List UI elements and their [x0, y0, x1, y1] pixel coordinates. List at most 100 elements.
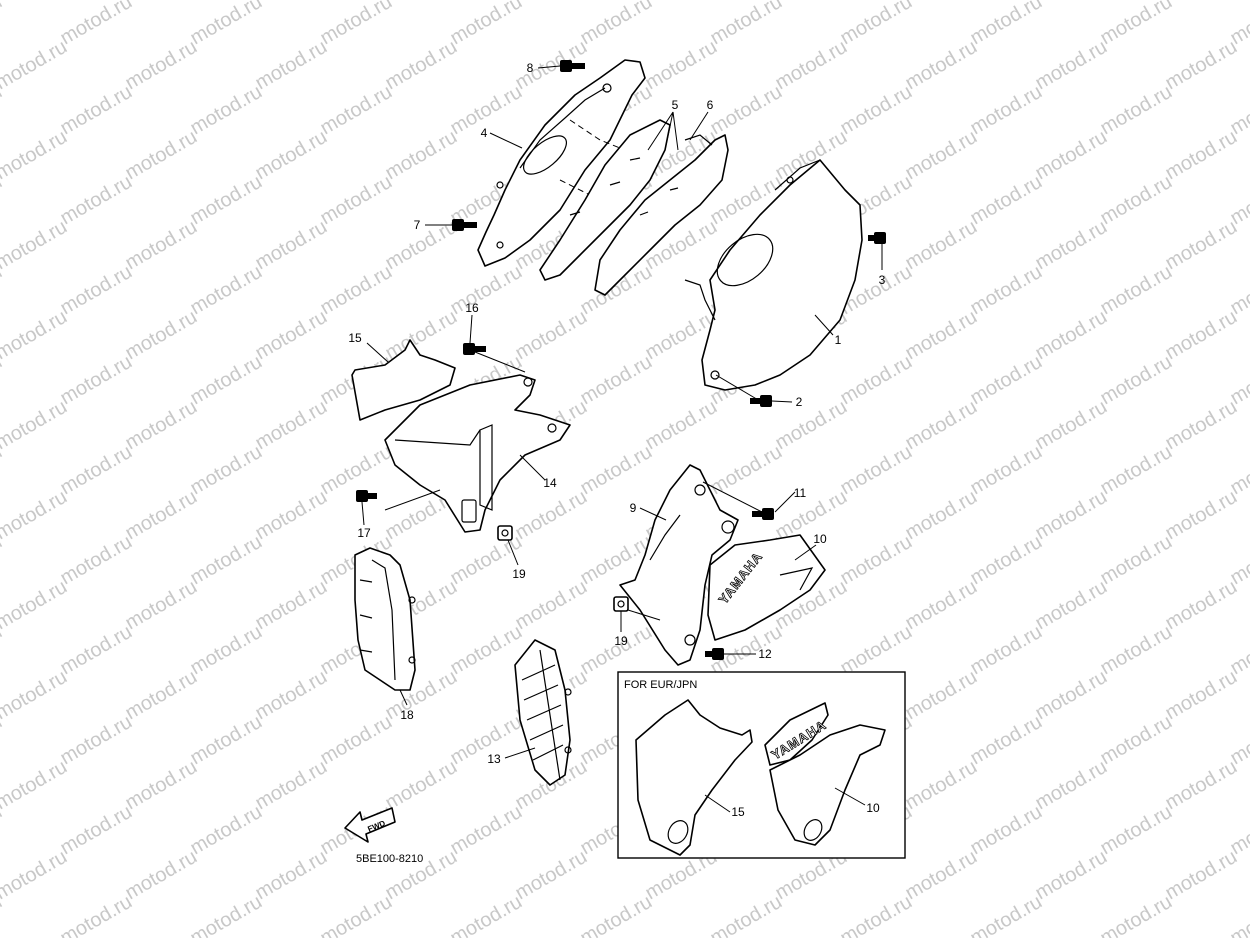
watermark-text: motod.ru [187, 351, 266, 410]
watermark-text: motod.ru [1032, 216, 1111, 275]
watermark-text: motod.ru [122, 126, 201, 185]
part-4-side-cover [477, 59, 646, 267]
watermark-text: motod.ru [187, 531, 266, 590]
watermark-text: motod.ru [0, 126, 71, 185]
watermark-text: motod.ru [1162, 216, 1241, 275]
watermark-text: motod.ru [317, 0, 396, 49]
part-18-radiator-guard [354, 547, 416, 691]
watermark-text: motod.ru [512, 306, 591, 365]
watermark-text: motod.ru [187, 81, 266, 140]
watermark-text: motod.ru [1097, 351, 1176, 410]
callout-7: 7 [414, 218, 421, 232]
watermark-text: motod.ru [57, 621, 136, 680]
watermark-text: motod.ru [187, 711, 266, 770]
bolts [356, 60, 886, 660]
watermark-text: motod.ru [57, 711, 136, 770]
watermark-text: motod.ru [317, 81, 396, 140]
callout-17: 17 [357, 526, 371, 540]
watermark-text: motod.ru [57, 891, 136, 938]
watermark-text: motod.ru [1162, 846, 1241, 905]
watermark-text: motod.ru [252, 666, 331, 725]
watermark-text: motod.ru [1032, 846, 1111, 905]
watermark-text: motod.ru [902, 396, 981, 455]
part-13-radiator-louver [514, 639, 572, 786]
watermark-text: motod.ru [382, 0, 461, 4]
watermark-text: motod.ru [122, 396, 201, 455]
watermark-text: motod.ru [1162, 126, 1241, 185]
watermark-text: motod.ru [1032, 576, 1111, 635]
watermark-text: motod.ru [837, 0, 916, 49]
watermark-text: motod.ru [772, 36, 851, 95]
inset-title: FOR EUR/JPN [624, 679, 697, 691]
callout-10: 10 [813, 532, 827, 546]
watermark-text: motod.ru [837, 621, 916, 680]
watermark-text: motod.ru [1162, 306, 1241, 365]
watermark-text: motod.ru [187, 441, 266, 500]
watermark-text: motod.ru [707, 891, 786, 938]
watermark-text: motod.ru [1097, 531, 1176, 590]
watermark-text: motod.ru [122, 486, 201, 545]
watermark-text: motod.ru [902, 0, 981, 4]
callout-13: 13 [487, 752, 501, 766]
watermark-text: motod.ru [1097, 801, 1176, 860]
watermark-text: motod.ru [382, 126, 461, 185]
callout-11: 11 [794, 486, 807, 500]
callout-2: 2 [796, 395, 803, 409]
watermark-text: motod.ru [1097, 891, 1176, 938]
watermark-text: motod.ru [252, 486, 331, 545]
watermark-text: motod.ru [57, 171, 136, 230]
watermark-text: motod.ru [1032, 396, 1111, 455]
watermark-text: motod.ru [187, 801, 266, 860]
watermark-text: motod.ru [122, 0, 201, 4]
callout-15: 15 [348, 331, 362, 345]
watermark-text: motod.ru [317, 711, 396, 770]
watermark-text: motod.ru [967, 441, 1046, 500]
watermark-text: motod.ru [0, 846, 71, 905]
part-9-side-cover [619, 464, 739, 666]
watermark-text: motod.ru [1097, 711, 1176, 770]
watermark-text: motod.ru [967, 351, 1046, 410]
watermark-text: motod.ru [252, 396, 331, 455]
callout-18: 18 [400, 708, 414, 722]
watermark-text: motod.ru [902, 486, 981, 545]
watermark-text: motod.ru [772, 0, 851, 4]
watermark-text: motod.ru [1162, 486, 1241, 545]
watermark-text: motod.ru [57, 531, 136, 590]
watermark-text: motod.ru [1032, 36, 1111, 95]
watermark-text: motod.ru [1162, 756, 1241, 815]
watermark-text: motod.ru [57, 0, 136, 49]
callout-14: 14 [543, 476, 557, 490]
watermark-text: motod.ru [122, 306, 201, 365]
watermark-text: motod.ru [1032, 126, 1111, 185]
watermark-text: motod.ru [967, 261, 1046, 320]
part-6-rear-panel [594, 134, 729, 296]
callout-5: 5 [672, 98, 679, 112]
watermark-text: motod.ru [0, 216, 71, 275]
watermark-text: motod.ru [577, 441, 656, 500]
watermark-text: motod.ru [122, 666, 201, 725]
watermark-text: motod.ru [1097, 0, 1176, 49]
watermark-text: motod.ru [447, 621, 526, 680]
watermark-text: motod.ru [122, 576, 201, 635]
watermark-text: motod.ru [122, 36, 201, 95]
watermark-text: motod.ru [902, 126, 981, 185]
watermark-text: motod.ru [187, 621, 266, 680]
callout-9: 9 [630, 501, 637, 515]
watermark-text: motod.ru [1032, 306, 1111, 365]
watermark-text: motod.ru [57, 81, 136, 140]
watermark-text: motod.ru [1032, 0, 1111, 4]
watermark-text: motod.ru [57, 351, 136, 410]
watermark-text: motod.ru [0, 306, 71, 365]
watermark-text: motod.ru [837, 81, 916, 140]
watermark-text: motod.ru [447, 261, 526, 320]
watermark-text: motod.ru [187, 171, 266, 230]
watermark-text: motod.ru [642, 0, 721, 4]
watermark-text: motod.ru [122, 216, 201, 275]
watermark-text: motod.ru [252, 0, 331, 4]
callout-4: 4 [481, 126, 488, 140]
watermark-text: motod.ru [642, 36, 721, 95]
nut-19a-icon [497, 525, 513, 541]
watermark-text: motod.ru [382, 756, 461, 815]
bolt-12-icon [705, 648, 724, 660]
callout-8: 8 [527, 61, 534, 75]
